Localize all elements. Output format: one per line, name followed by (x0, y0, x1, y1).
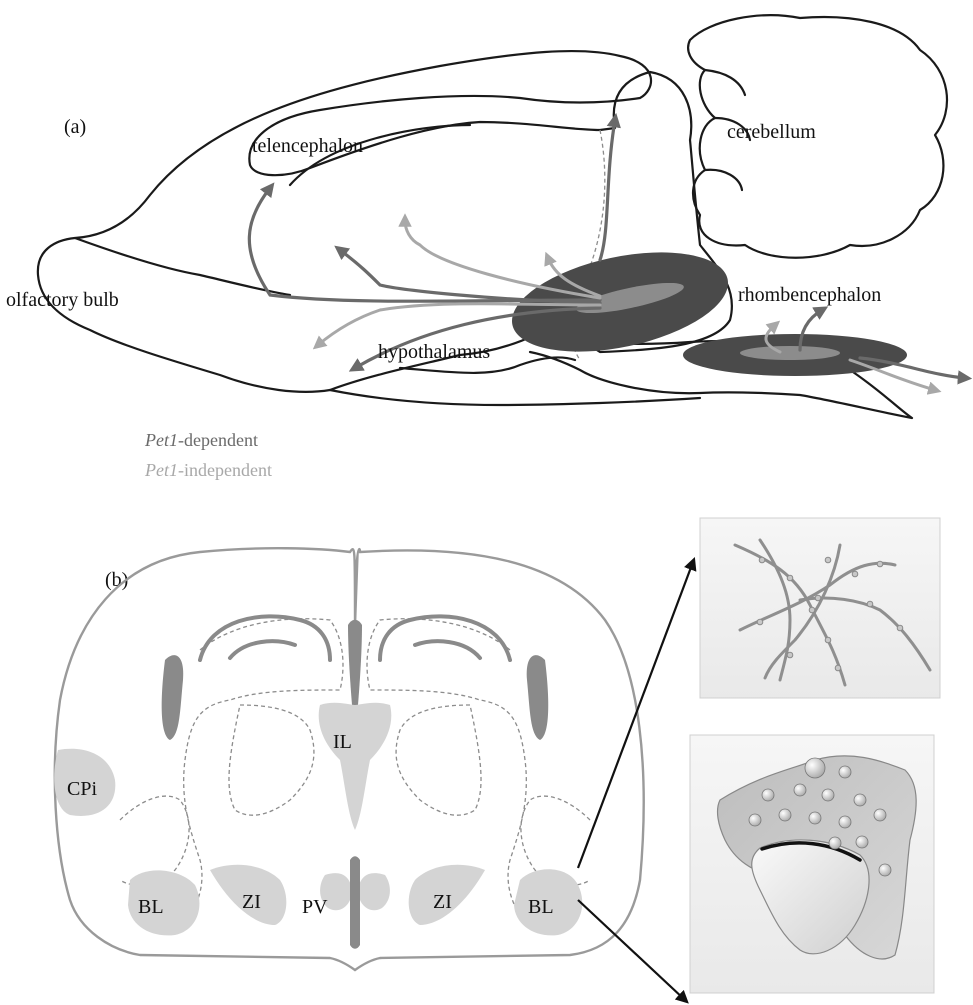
varicosity (787, 652, 793, 658)
vesicle (794, 784, 806, 796)
varicosity (897, 625, 903, 631)
panel-a: (a) telen (6, 15, 965, 480)
inset-terminals (690, 735, 934, 993)
varicosity (877, 561, 883, 567)
varicosity (825, 637, 831, 643)
vesicle (762, 789, 774, 801)
label-zi-left: ZI (242, 891, 261, 913)
panel-a-label: (a) (64, 116, 86, 138)
region-pv-right (358, 873, 390, 910)
label-bl-right: BL (528, 896, 554, 918)
callout-arrow-terminals (578, 900, 685, 1000)
varicosity (825, 557, 831, 563)
left-hippocampus-inner (230, 641, 295, 658)
left-hippocampus-arc (200, 616, 330, 660)
vesicle (809, 812, 821, 824)
cerebellum-fold-1 (705, 70, 745, 95)
label-cpi: CPi (67, 778, 97, 800)
varicosity (867, 601, 873, 607)
vesicle (839, 766, 851, 778)
midline-dark-region (348, 620, 362, 705)
varicosity (809, 607, 815, 613)
vesicle (856, 836, 868, 848)
vesicle (879, 864, 891, 876)
vesicle (854, 794, 866, 806)
vesicle (749, 814, 761, 826)
right-hippocampus-arc (380, 616, 510, 660)
vesicle (822, 789, 834, 801)
label-zi-right: ZI (433, 891, 452, 913)
legend: Pet1-dependent Pet1-independent (144, 430, 272, 480)
projection-midbrain-arrow (600, 120, 615, 260)
label-bl-left: BL (138, 896, 164, 918)
varicosity (852, 571, 858, 577)
label-il: IL (333, 731, 352, 753)
label-pv: PV (302, 896, 328, 918)
label-rhombencephalon: rhombencephalon (738, 284, 881, 306)
vesicle (839, 816, 851, 828)
varicosity (787, 575, 793, 581)
vesicle (874, 809, 886, 821)
legend-independent: Pet1-independent (144, 460, 272, 480)
pv-midline-dark (350, 856, 360, 949)
right-lateral-dark-region (527, 655, 549, 740)
ventral-contour (330, 390, 700, 405)
label-cerebellum: cerebellum (727, 121, 816, 143)
region-il (319, 703, 392, 830)
legend-dependent: Pet1-dependent (144, 430, 258, 450)
varicosity (757, 619, 763, 625)
panel-b: (b) CPi IL BL ZI PV ZI (54, 518, 940, 1000)
varicosity (815, 595, 821, 601)
label-olfactory-bulb: olfactory bulb (6, 289, 119, 311)
label-hypothalamus: hypothalamus (378, 341, 490, 363)
left-lateral-dark-region (162, 655, 184, 740)
vesicle (805, 758, 825, 778)
left-ventricle-region (229, 705, 314, 815)
varicosity (835, 665, 841, 671)
olfactory-bulb-contour (75, 238, 290, 295)
vesicle (779, 809, 791, 821)
right-ventricle-region (396, 705, 481, 815)
vesicle (829, 837, 841, 849)
caudal-raphe-core (740, 346, 840, 360)
inset-fibers (700, 518, 940, 698)
varicosity (759, 557, 765, 563)
label-telencephalon: telencephalon (252, 135, 363, 157)
right-hippocampus-inner (415, 641, 480, 658)
cerebellum-fold-3 (705, 170, 742, 190)
